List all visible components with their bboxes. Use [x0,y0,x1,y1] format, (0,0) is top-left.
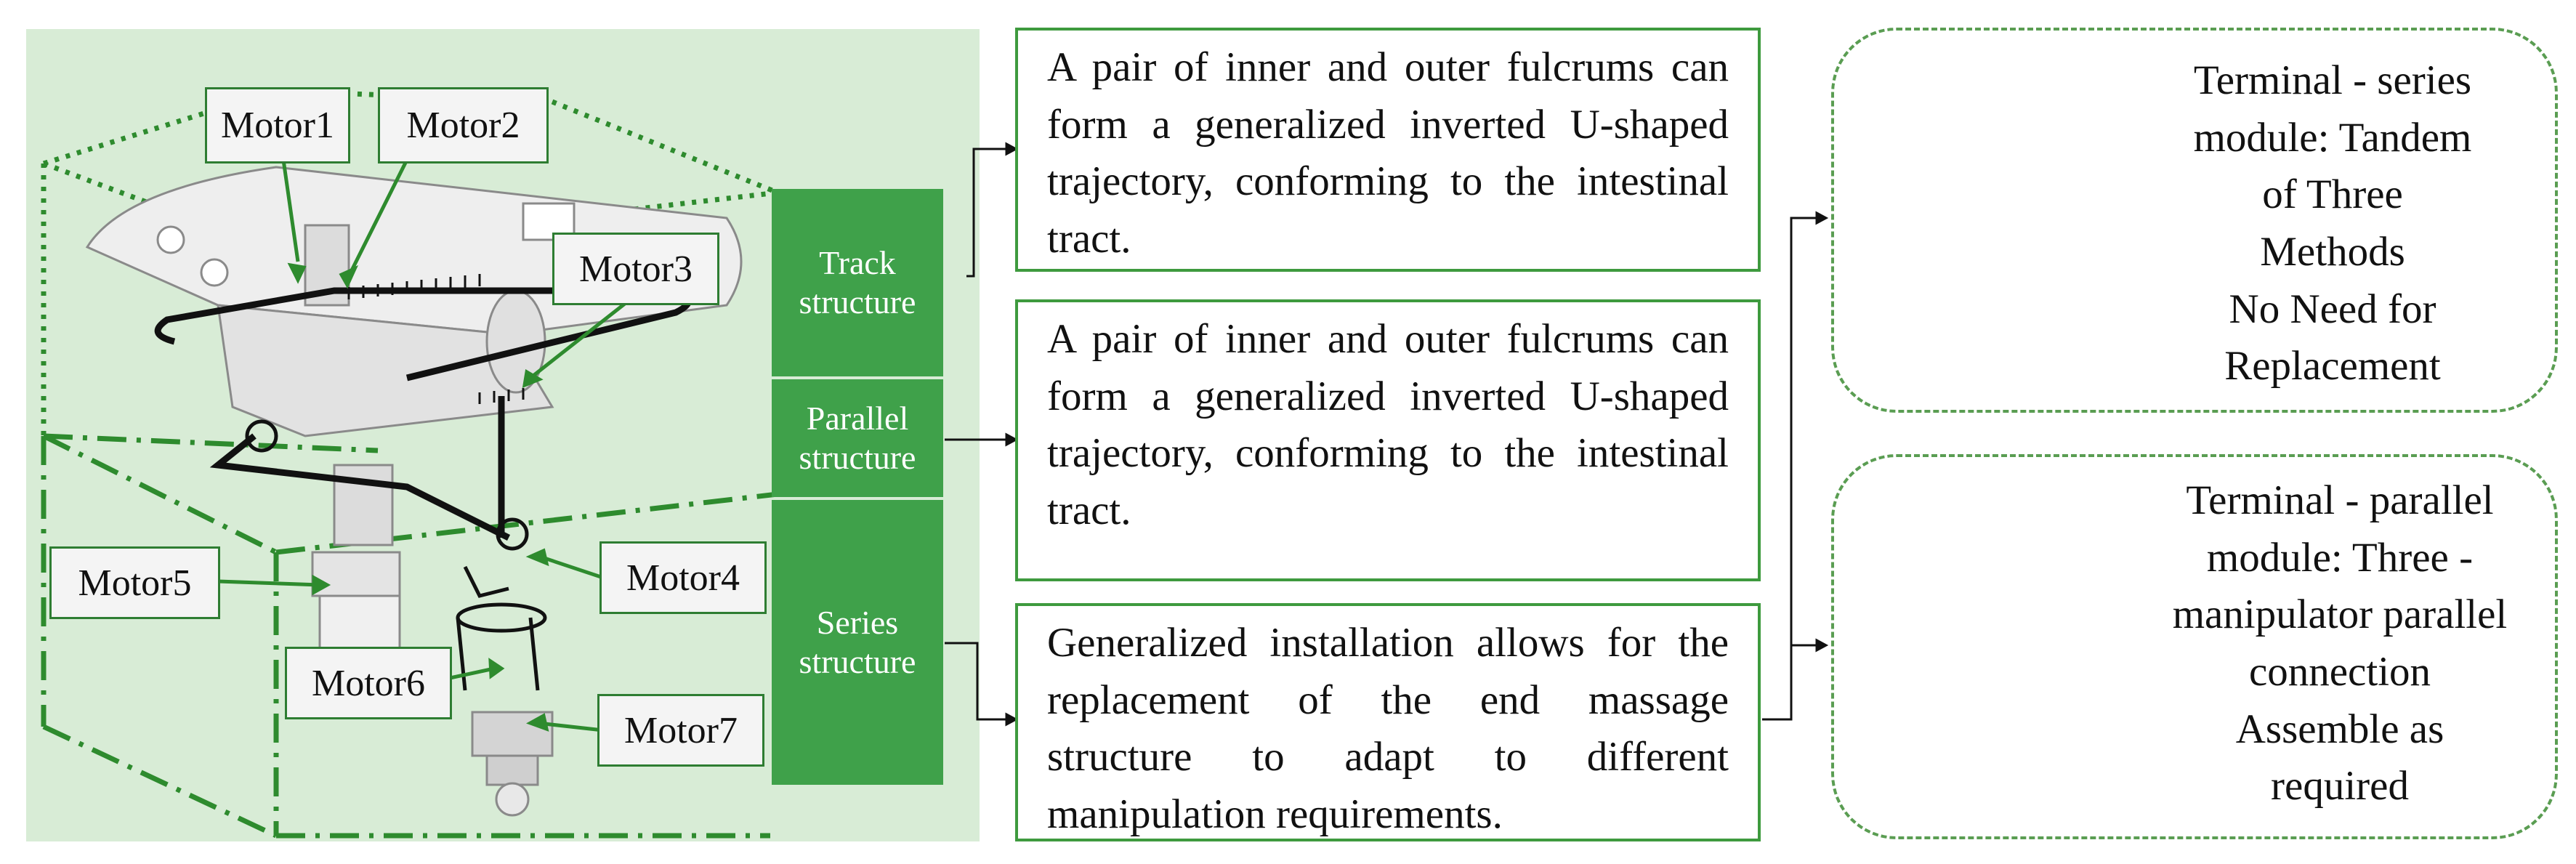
terminal-series-line: No Need for [2229,286,2436,332]
motor6-label: Motor6 [285,647,452,719]
track-description: A pair of inner and outer fulcrums can f… [1015,28,1761,272]
pivot-circle [496,517,529,551]
motor3-label: Motor3 [552,233,719,305]
track-structure-line2: structure [799,283,916,320]
terminal-series-text: Terminal - series module: Tandem of Thre… [2162,52,2503,395]
parallel-structure-line1: Parallel [806,399,909,437]
terminal-parallel-line: connection [2248,648,2431,695]
series-structure-line2: structure [799,643,916,680]
motor1-label: Motor1 [205,87,350,163]
terminal-parallel-text: Terminal - parallel module: Three - mani… [2144,472,2536,815]
terminal-parallel-line: required [2271,763,2409,810]
motor-leaders [217,158,634,732]
terminal-series-line: Replacement [2224,343,2441,389]
connector-arrows [945,142,1829,727]
track-structure-line1: Track [819,243,896,281]
motor7-label: Motor7 [597,694,764,767]
terminal-series-line: Terminal - series [2193,57,2472,103]
series-description: Generalized installation allows for the … [1015,603,1761,841]
track-teeth [347,274,525,404]
parallel-structure-line2: structure [799,439,916,476]
terminal-parallel-line: module: Three - [2206,534,2474,581]
pivot-circle [245,419,278,453]
lower-dashdot-frame [41,433,778,839]
terminal-series-line: Methods [2260,228,2405,275]
terminal-series-line: of Three [2262,171,2403,218]
terminal-series-box [1831,28,2558,413]
motor2-label: Motor2 [378,87,549,163]
terminal-parallel-line: manipulator parallel [2172,592,2508,638]
terminal-series-line: module: Tandem [2193,114,2472,161]
parallel-description: A pair of inner and outer fulcrums can f… [1015,299,1761,581]
terminal-parallel-line: Terminal - parallel [2186,477,2494,523]
motor4-label: Motor4 [599,541,767,614]
series-linkage [456,565,547,691]
series-structure-line1: Series [816,603,899,641]
motor5-label: Motor5 [49,546,220,619]
terminal-parallel-box [1831,454,2558,839]
terminal-parallel-line: Assemble as [2235,706,2444,752]
